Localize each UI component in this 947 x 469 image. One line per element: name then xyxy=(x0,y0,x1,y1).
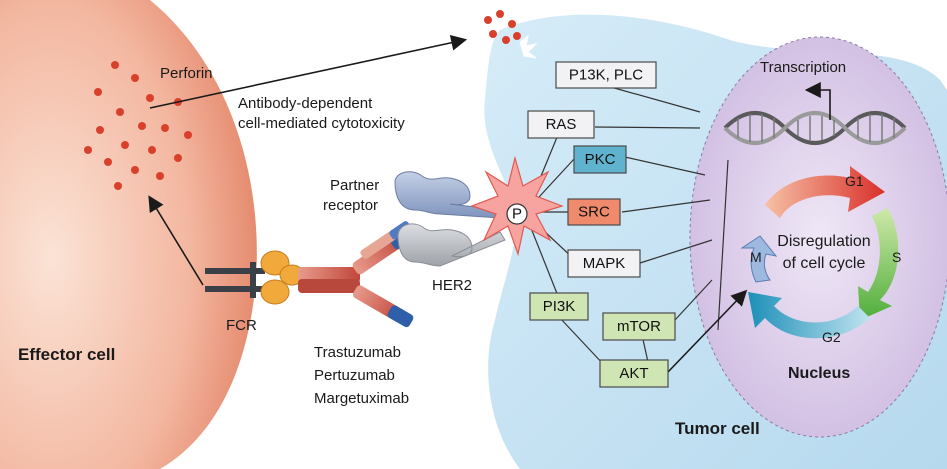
svg-text:SRC: SRC xyxy=(578,204,610,221)
svg-text:P13K, PLC: P13K, PLC xyxy=(569,67,643,84)
m-phase-arrow xyxy=(740,235,778,283)
akt-to-cycle-arrow xyxy=(667,289,748,373)
drug-label-margetuximab: Margetuximab xyxy=(314,390,409,407)
antibody xyxy=(298,221,416,328)
s-phase-arrow xyxy=(858,208,899,320)
cycle-label-line2: of cell cycle xyxy=(783,255,866,272)
adcc-arrow xyxy=(149,34,468,109)
her2-label: HER2 xyxy=(432,277,472,294)
partner-receptor-label-line2: receptor xyxy=(323,197,378,214)
svg-text:PI3K: PI3K xyxy=(543,298,576,315)
effector-cell xyxy=(0,0,257,469)
pathway-box-mtor: mTOR xyxy=(602,312,676,341)
svg-text:PKC: PKC xyxy=(585,151,616,168)
tumor-cell-label: Tumor cell xyxy=(675,419,760,438)
pathway-box-akt: AKT xyxy=(599,359,669,388)
perforin-granules-released xyxy=(484,10,521,44)
g2-label: G2 xyxy=(822,329,841,345)
her2-receptor xyxy=(397,223,506,267)
adcc-label-line1: Antibody-dependent xyxy=(238,95,373,112)
activation-arrow xyxy=(148,195,204,286)
g2-phase-arrow xyxy=(748,292,870,339)
pathway-box-pkc: PKC xyxy=(573,145,627,174)
fcr-label: FCR xyxy=(226,317,257,334)
drug-label-pertuzumab: Pertuzumab xyxy=(314,367,395,384)
svg-text:MAPK: MAPK xyxy=(583,255,626,272)
pathway-box-src: SRC xyxy=(567,198,621,226)
fc-receptor xyxy=(205,250,305,305)
adcc-label-line2: cell-mediated cytotoxicity xyxy=(238,115,405,132)
transcription-arrow xyxy=(804,82,831,120)
transcription-label: Transcription xyxy=(760,59,846,76)
drug-label-trastuzumab: Trastuzumab xyxy=(314,344,401,361)
pathway-box-p13k-plc: P13K, PLC xyxy=(555,61,657,89)
partner-receptor xyxy=(394,171,501,219)
svg-text:RAS: RAS xyxy=(546,116,577,133)
g1-label: G1 xyxy=(845,173,864,189)
pathway-box-ras: RAS xyxy=(527,110,595,139)
cell-cycle-wheel xyxy=(740,166,899,339)
pathway-box-mapk: MAPK xyxy=(567,249,641,278)
phosphorylation-burst: P xyxy=(470,155,564,257)
phospho-label: P xyxy=(512,206,522,223)
nucleus xyxy=(689,36,947,438)
membrane-pore-icon xyxy=(519,34,538,59)
perforin-label: Perforin xyxy=(160,65,213,82)
svg-text:mTOR: mTOR xyxy=(617,318,661,335)
g1-phase-arrow xyxy=(765,166,885,218)
effector-cell-label: Effector cell xyxy=(18,345,115,364)
partner-receptor-label-line1: Partner xyxy=(330,177,379,194)
s-label: S xyxy=(892,249,901,265)
pathway-box-pi3k: PI3K xyxy=(529,292,589,321)
dna-helix-icon xyxy=(723,111,907,145)
cycle-label-line1: Disregulation xyxy=(777,233,870,250)
nucleus-label: Nucleus xyxy=(788,365,850,382)
svg-text:AKT: AKT xyxy=(619,365,648,382)
m-label: M xyxy=(750,249,762,265)
